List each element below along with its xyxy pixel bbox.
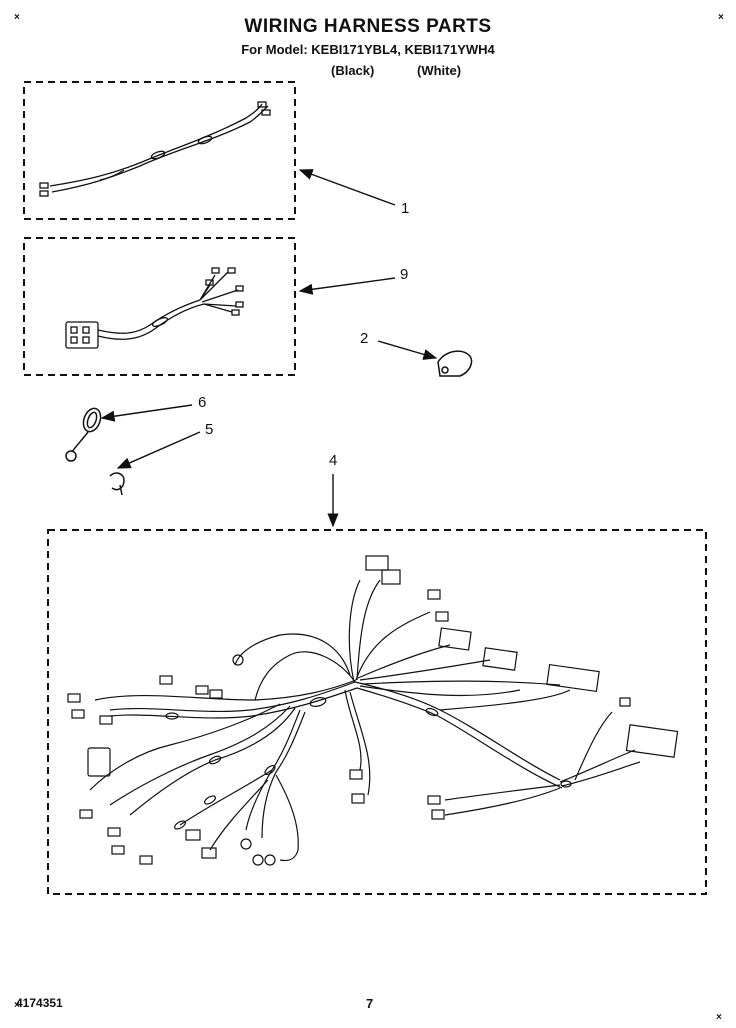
part-4-box — [47, 529, 707, 895]
callout-6: 6 — [198, 394, 207, 411]
page-title: WIRING HARNESS PARTS — [244, 16, 492, 37]
callout-4: 4 — [329, 452, 338, 469]
footer-part-number: 4174351 — [16, 996, 63, 1010]
part-2-clamp — [437, 350, 473, 377]
model-line: For Model: KEBI171YBL4, KEBI171YWH4 — [241, 42, 495, 57]
part-1-box — [23, 81, 296, 220]
callout-1: 1 — [401, 200, 410, 217]
callout-9: 9 — [400, 266, 409, 283]
corner-mark-mid-left: × — [14, 1000, 20, 1011]
model-color-white: (White) — [417, 63, 462, 78]
part-1-harness — [39, 101, 271, 197]
part-4-harness — [67, 555, 679, 866]
callout-5: 5 — [205, 421, 214, 438]
model-color-black: (Black) — [331, 63, 375, 78]
corner-mark-top-left: × — [14, 12, 20, 23]
part-9-harness — [65, 267, 244, 349]
callout-2: 2 — [360, 330, 369, 347]
leader-lines — [100, 169, 438, 528]
corner-mark-top-right: × — [718, 12, 724, 23]
footer-page-number: 7 — [366, 996, 374, 1011]
part-6-grommet — [65, 407, 102, 462]
part-5-clip — [109, 472, 125, 496]
corner-mark-bottom-right: × — [716, 1012, 722, 1023]
part-9-box — [23, 237, 296, 376]
